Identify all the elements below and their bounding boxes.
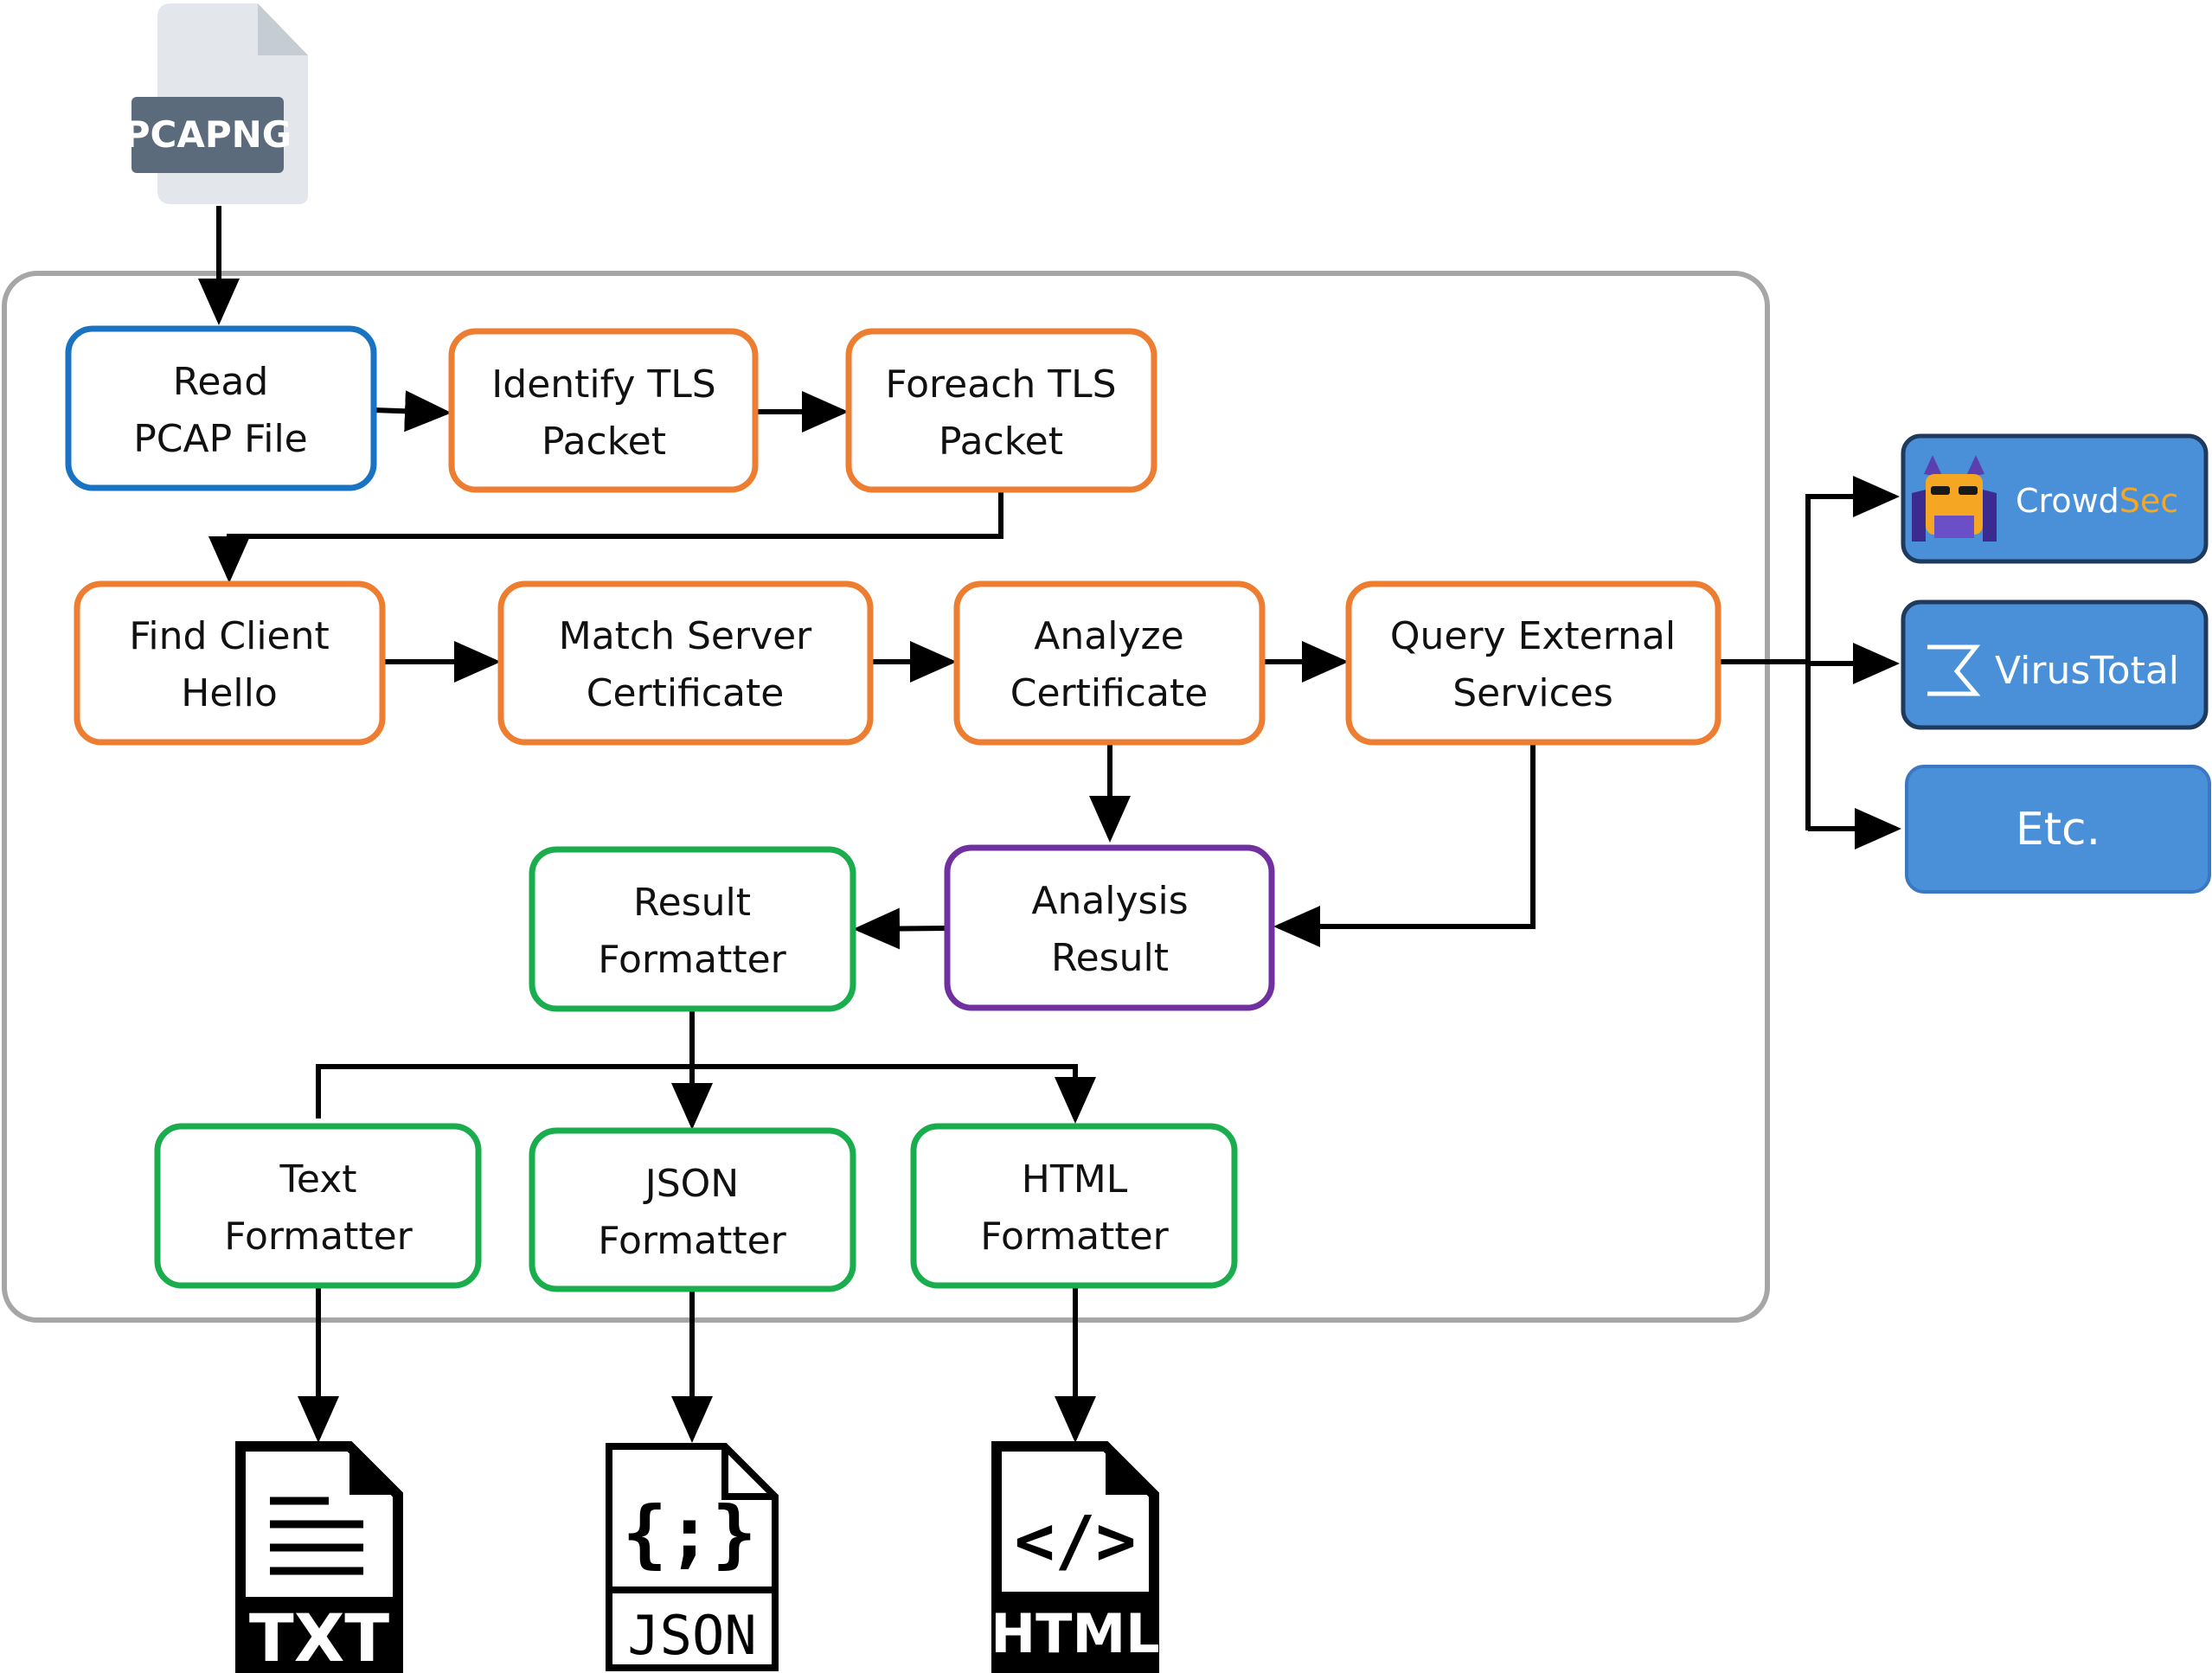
- node-label-line2: Formatter: [980, 1215, 1169, 1259]
- node-label-line1: HTML: [1022, 1157, 1128, 1202]
- node-label-line1: Result: [633, 881, 751, 925]
- crowdsec-mascot-icon: [1912, 455, 1997, 542]
- node-label-line1: Read: [173, 360, 269, 404]
- virustotal-label: VirusTotal: [1995, 649, 2179, 693]
- node-label-line2: Formatter: [598, 1219, 786, 1263]
- node-label-line2: Packet: [542, 420, 666, 464]
- node-label-line2: Packet: [939, 420, 1063, 464]
- node-label-line1: Analysis: [1031, 879, 1188, 923]
- txt-file-label: TXT: [249, 1599, 389, 1673]
- node-label-line1: Query External: [1390, 614, 1676, 658]
- node-label-line2: Services: [1452, 671, 1613, 715]
- arrow-query-to-result: [1273, 742, 1536, 947]
- node-label-line1: Match Server: [559, 614, 812, 658]
- pcapng-label: PCAPNG: [124, 113, 292, 156]
- output-html-file: </> HTML: [991, 1441, 1160, 1673]
- output-json-file: {;} JSON: [606, 1443, 779, 1671]
- json-file-label: JSON: [627, 1604, 756, 1667]
- code-tag-icon: </>: [1015, 1503, 1137, 1580]
- pcapng-input-file: PCAPNG: [124, 3, 308, 204]
- crowdsec-label-part2: Sec: [2119, 482, 2178, 520]
- node-label-line2: Hello: [181, 671, 278, 715]
- arrow-result-to-resultformatter: [853, 907, 948, 950]
- node-json-formatter: JSON Formatter: [529, 1127, 856, 1292]
- document-icon: [606, 1443, 779, 1671]
- crowdsec-label: CrowdSec: [2016, 482, 2178, 520]
- node-label-line2: PCAP File: [133, 417, 308, 461]
- output-txt-file: TXT: [235, 1441, 403, 1673]
- arrow-to-crowdsec: [1805, 476, 1900, 830]
- service-etc: Etc.: [1905, 765, 2211, 894]
- node-label-line2: Result: [1051, 936, 1169, 980]
- arrow-to-textformatter: [316, 1064, 1096, 1124]
- service-crowdsec: CrowdSec: [1901, 433, 2209, 564]
- pcapng-label-badge: [131, 97, 284, 173]
- node-label-line2: Certificate: [587, 671, 785, 715]
- node-label-line1: Analyze: [1034, 614, 1183, 658]
- node-label-line1: Foreach TLS: [885, 362, 1116, 407]
- arrow-foreach-to-findclient: [208, 490, 1003, 583]
- etc-label: Etc.: [2016, 804, 2100, 856]
- service-virustotal: VirusTotal: [1901, 599, 2209, 730]
- virustotal-sigma-icon: [1927, 644, 1981, 696]
- pipeline-container: [2, 271, 1770, 1323]
- node-identify-tls: Identify TLS Packet: [448, 328, 759, 493]
- node-label-line2: Formatter: [224, 1215, 413, 1259]
- text-lines-icon: [270, 1497, 363, 1575]
- node-label-line1: Find Client: [129, 614, 330, 658]
- html-file-label: HTML: [991, 1602, 1159, 1665]
- output-files: TXT {;} JSON </> HTML: [235, 1441, 1160, 1673]
- node-label-line1: JSON: [643, 1162, 739, 1206]
- external-services: CrowdSec VirusTotal Etc.: [1901, 433, 2211, 894]
- document-fold-icon: [258, 3, 308, 55]
- node-label-line1: Identify TLS: [491, 362, 715, 407]
- node-html-formatter: HTML Formatter: [910, 1123, 1238, 1289]
- curly-braces-icon: {;}: [622, 1490, 756, 1577]
- node-foreach-tls: Foreach TLS Packet: [845, 328, 1157, 493]
- connectors: [198, 206, 1901, 1443]
- crowdsec-label-part1: Crowd: [2016, 482, 2119, 520]
- node-label-line2: Certificate: [1010, 671, 1209, 715]
- arrow-read-to-identify: [373, 390, 452, 433]
- node-label-line1: Text: [279, 1157, 357, 1202]
- node-label-line2: Formatter: [598, 938, 786, 982]
